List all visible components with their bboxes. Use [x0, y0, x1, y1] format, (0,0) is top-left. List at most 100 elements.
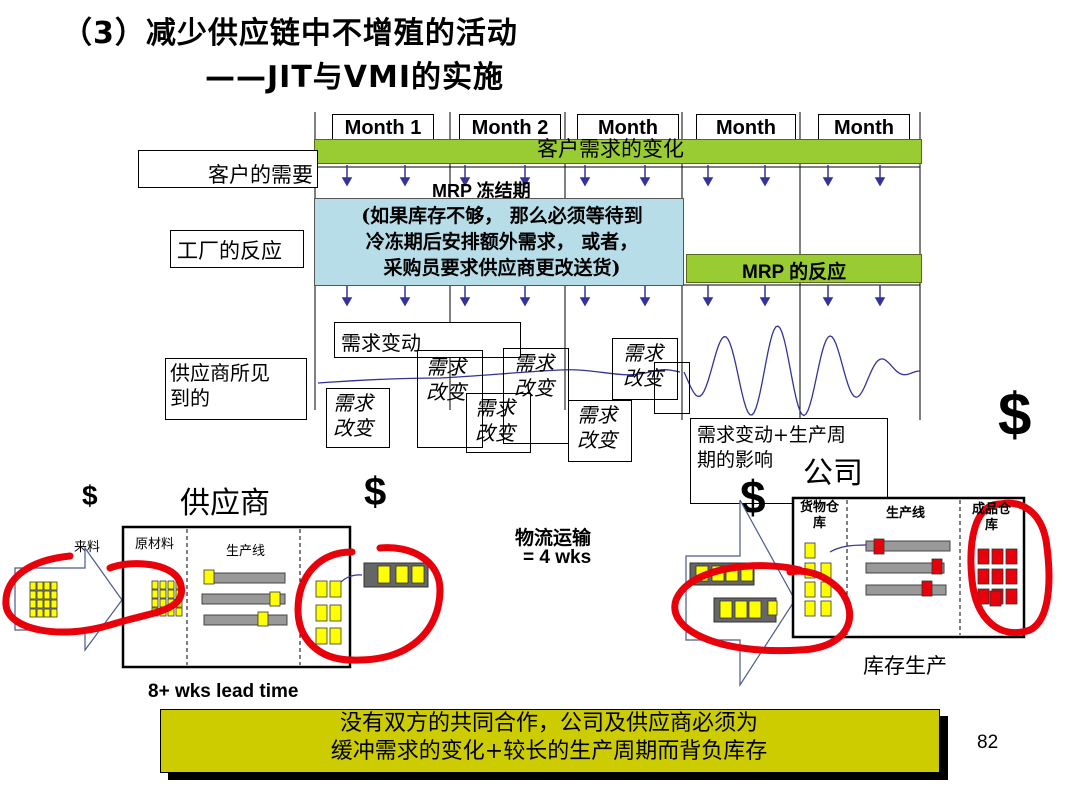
inventory-block — [315, 580, 328, 598]
inventory-block — [203, 569, 215, 585]
demand-change-text: 需求 改变 — [623, 341, 663, 390]
down-arrow-head — [399, 177, 411, 187]
supplier-line-label: 生产线 — [226, 544, 266, 559]
finished-block — [991, 548, 1004, 565]
month-header-2: Month 2 — [459, 114, 561, 142]
dollar-sign-2: $ — [82, 480, 98, 511]
inventory-block — [820, 600, 832, 617]
inventory-block — [159, 589, 167, 599]
incoming-label: 来料 — [74, 540, 101, 555]
finished-block — [1005, 588, 1018, 605]
down-arrow-head — [459, 297, 471, 307]
slide-title: （3）减少供应链中不增殖的活动 — [62, 16, 518, 51]
supplier-seen-text: 供应商所见 到的 — [170, 361, 270, 410]
down-arrow-head — [874, 177, 886, 187]
mrp-freeze-label: MRP 冻结期 — [432, 181, 531, 201]
finished-block — [1005, 568, 1018, 585]
inventory-block — [315, 604, 328, 622]
page-number: 82 — [977, 732, 999, 753]
inventory-block — [767, 600, 778, 616]
customer-change-bar — [314, 139, 922, 164]
demand-fluct-box: 需求变动 — [334, 322, 521, 358]
inventory-block — [43, 599, 51, 609]
fluct-production-box: 需求变动+生产周 期的影响 — [690, 418, 888, 504]
conclusion-box — [160, 709, 940, 773]
inventory-block — [29, 581, 37, 591]
down-arrow-head — [822, 297, 834, 307]
inventory-block — [43, 590, 51, 600]
customer-need-text: 客户的需要 — [208, 163, 313, 187]
demand-change-box-7 — [654, 362, 690, 414]
inventory-block — [29, 608, 37, 618]
inventory-block — [43, 608, 51, 618]
demand-change-text: 需求 改变 — [475, 396, 515, 445]
down-arrow-head — [822, 177, 834, 187]
inventory-block — [395, 565, 409, 584]
goods-warehouse-label: 货物仓 库 — [800, 500, 840, 531]
inventory-block — [329, 627, 342, 645]
down-arrow-head — [759, 177, 771, 187]
row-label-factory-reaction: 工厂的反应 — [170, 230, 304, 268]
finished-block — [921, 580, 933, 597]
inventory-block — [748, 600, 762, 619]
demand-change-text: 需求 改变 — [333, 391, 373, 440]
inventory-production-label: 库存生产 — [863, 654, 947, 678]
demand-change-text: 需求 改变 — [577, 403, 617, 452]
inventory-block — [50, 608, 58, 618]
inventory-block — [29, 590, 37, 600]
down-arrow-head — [341, 177, 353, 187]
inventory-block — [804, 600, 816, 617]
demand-change-box-1: 需求 改变 — [326, 388, 390, 448]
freeze-note-text: (如果库存不够， 那么必须等待到 冷冻期后安排额外需求， 或者， 采购员要求供应… — [361, 205, 643, 279]
down-arrow-head — [341, 297, 353, 307]
finished-block — [873, 538, 885, 555]
finished-block — [989, 590, 1002, 607]
down-arrow-head — [519, 297, 531, 307]
down-arrow-head — [579, 297, 591, 307]
inventory-block — [36, 590, 44, 600]
row-label-supplier-seen: 供应商所见 到的 — [165, 358, 307, 420]
inventory-block — [50, 599, 58, 609]
down-arrow-head — [399, 297, 411, 307]
inventory-block — [36, 599, 44, 609]
logistics-value: = 4 wks — [523, 547, 592, 568]
demand-change-box-5: 需求 改变 — [568, 400, 632, 462]
conclusion-text: 没有双方的共同合作，公司及供应商必须为 缓冲需求的变化+较长的生产周期而背负库存 — [330, 711, 768, 764]
mrp-reaction-label: MRP 的反应 — [742, 262, 847, 283]
down-arrow-head — [459, 177, 471, 187]
inventory-block — [159, 580, 167, 590]
inventory-block — [804, 581, 816, 598]
finished-block — [977, 568, 990, 585]
inventory-block — [29, 599, 37, 609]
inventory-block — [329, 604, 342, 622]
inventory-block — [269, 591, 281, 607]
demand-change-box-6: 需求 改变 — [612, 338, 678, 400]
down-arrow-head — [639, 177, 651, 187]
finished-block — [977, 548, 990, 565]
row-label-customer-need: 客户的需要 — [138, 150, 318, 188]
supplier-name: 供应商 — [180, 486, 270, 521]
down-arrow-head — [874, 297, 886, 307]
inventory-block — [43, 581, 51, 591]
inventory-block — [804, 542, 816, 559]
company-line-label: 生产线 — [886, 506, 926, 521]
freeze-note-box — [314, 198, 684, 286]
mrp-reaction-bar — [686, 254, 922, 283]
inventory-block — [315, 627, 328, 645]
company-name: 公司 — [803, 456, 863, 491]
down-arrow-head — [702, 177, 714, 187]
inventory-block — [167, 589, 175, 599]
factory-reaction-text: 工厂的反应 — [177, 239, 282, 263]
raw-material-label: 原材料 — [135, 537, 175, 552]
inventory-block — [151, 598, 159, 608]
month-header-5: Month — [818, 114, 910, 142]
finished-block — [991, 568, 1004, 585]
customer-change-label: 客户需求的变化 — [537, 137, 684, 161]
inventory-block — [151, 580, 159, 590]
finished-warehouse-label: 成品仓 库 — [972, 502, 1012, 533]
down-arrow-head — [702, 297, 714, 307]
fluct-production-text: 需求变动+生产周 期的影响 — [697, 424, 846, 471]
inventory-block — [167, 580, 175, 590]
inventory-block — [719, 600, 733, 619]
